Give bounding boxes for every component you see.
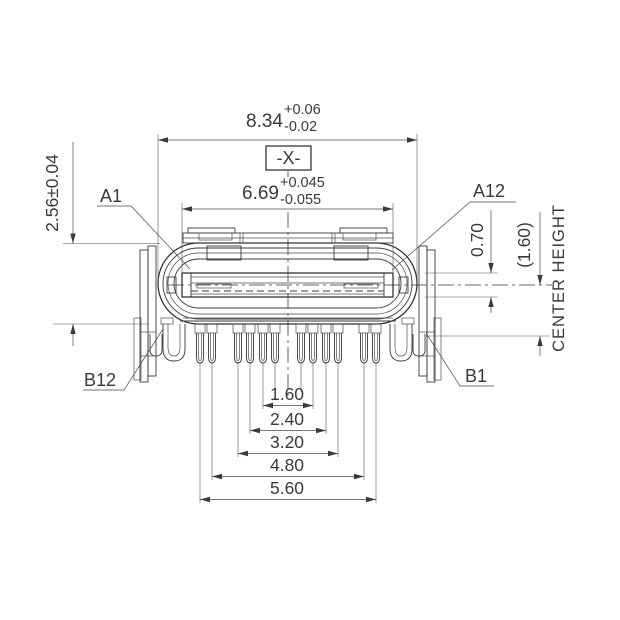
dim-tongue-width-tol-plus: +0.045: [280, 175, 325, 191]
dim-pitch-3: 3.20: [270, 432, 304, 452]
pin-label-b12: B12: [84, 370, 116, 390]
datum-flag: -X-: [265, 145, 312, 171]
shell-outline-2: [162, 247, 413, 320]
dim-shell-height: 2.56±0.04: [42, 142, 160, 346]
pin-callouts: A1 A12 B12 B1: [83, 181, 516, 391]
leader-a12: [391, 201, 516, 271]
dim-shell-width: 8.34 +0.06 -0.02: [157, 102, 418, 280]
dim-pitch-1: 1.60: [270, 384, 304, 404]
leader-a1: [97, 205, 191, 270]
dim-tongue-width: 6.69 +0.045 -0.055: [181, 175, 394, 272]
pin-label-a12: A12: [473, 181, 505, 201]
leader-b12: [83, 328, 164, 391]
center-height-label: CENTER HEIGHT: [550, 204, 568, 352]
dim-pitch-4: 4.80: [270, 455, 304, 475]
pin-label-a1: A1: [100, 186, 122, 206]
dim-pitch-5: 5.60: [270, 478, 304, 498]
shell-opening-outline: [173, 258, 402, 309]
dim-tongue-thickness: 0.70: [425, 210, 498, 313]
side-stake-left: [133, 245, 163, 383]
shell-legs: [162, 324, 413, 362]
dim-shell-width-value: 8.34: [246, 111, 283, 132]
pin-label-b1: B1: [465, 366, 487, 386]
dim-tongue-width-value: 6.69: [242, 183, 279, 204]
side-stake-right: [412, 245, 442, 383]
dim-pitch-2: 2.40: [270, 409, 304, 429]
pin-row: [194, 323, 382, 503]
leader-b1: [425, 332, 494, 387]
dim-tongue-width-tol-minus: -0.055: [280, 192, 321, 208]
dim-center-height-value: (1.60): [514, 222, 534, 268]
dim-shell-width-tol-plus: +0.06: [284, 102, 321, 118]
shell-outline-3: [167, 252, 408, 315]
shell-outline-outer: [157, 242, 418, 325]
dim-center-height: (1.60) CENTER HEIGHT: [425, 204, 568, 356]
dim-shell-height-value: 2.56±0.04: [42, 154, 62, 232]
dim-tongue-thickness-value: 0.70: [467, 223, 487, 257]
dim-pitch-ladder: 1.60 2.40 3.20 4.80 5.60: [200, 384, 376, 503]
datum-flag-label: -X-: [277, 148, 301, 168]
dim-shell-width-tol-minus: -0.02: [284, 119, 317, 135]
